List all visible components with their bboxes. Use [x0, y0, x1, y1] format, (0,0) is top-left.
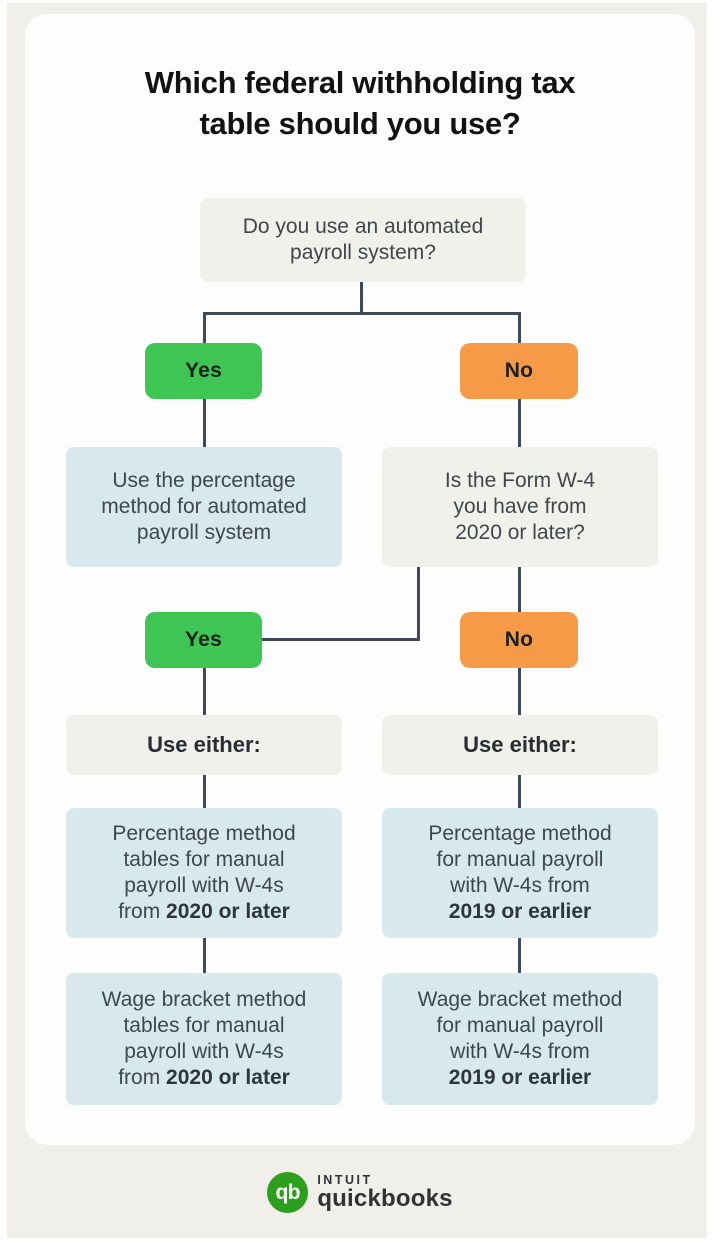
connector-right-percentage — [518, 775, 521, 808]
no-badge-1: No — [460, 343, 578, 399]
use-either-left-label: Use either: — [66, 715, 342, 775]
connector-q2-yes2-vertical — [417, 567, 420, 641]
connector-q2-no2 — [518, 567, 521, 612]
connector-to-no1 — [518, 312, 521, 343]
connector-right-wagebracket — [518, 938, 521, 973]
connector-no2-useeither — [518, 668, 521, 715]
no-badge-2: No — [460, 612, 578, 668]
connector-left-wagebracket — [203, 938, 206, 973]
connector-q1-split — [203, 312, 521, 315]
use-either-right-label: Use either: — [382, 715, 658, 775]
quickbooks-logo: qb INTUIT quickbooks — [0, 1172, 720, 1213]
quickbooks-icon: qb — [267, 1172, 309, 1213]
connector-yes1-result — [203, 399, 206, 447]
intuit-wordmark: INTUIT — [317, 1172, 373, 1187]
connector-to-yes1 — [203, 312, 206, 343]
yes-badge-2: Yes — [145, 612, 262, 668]
connector-q1-stub — [360, 282, 363, 313]
quickbooks-wordmark: quickbooks — [317, 1184, 453, 1212]
connector-no1-q2 — [518, 399, 521, 447]
yes-badge-1: Yes — [145, 343, 262, 399]
connector-left-percentage — [203, 775, 206, 808]
connector-yes2-useeither — [203, 668, 206, 715]
brand-wordmark: INTUIT quickbooks — [317, 1173, 452, 1213]
connector-q2-yes2-horizontal — [262, 638, 420, 641]
